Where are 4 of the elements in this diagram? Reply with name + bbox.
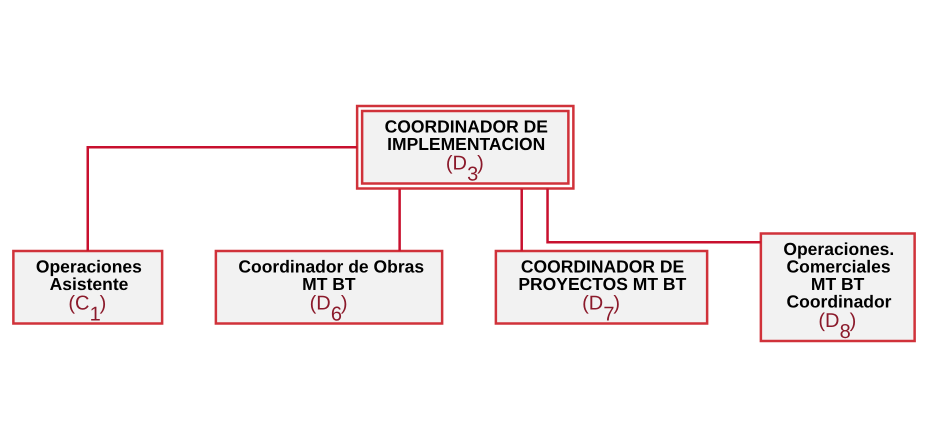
connector: [86, 146, 358, 250]
connector: [546, 188, 761, 243]
connector: [520, 188, 523, 250]
connector: [398, 188, 401, 250]
